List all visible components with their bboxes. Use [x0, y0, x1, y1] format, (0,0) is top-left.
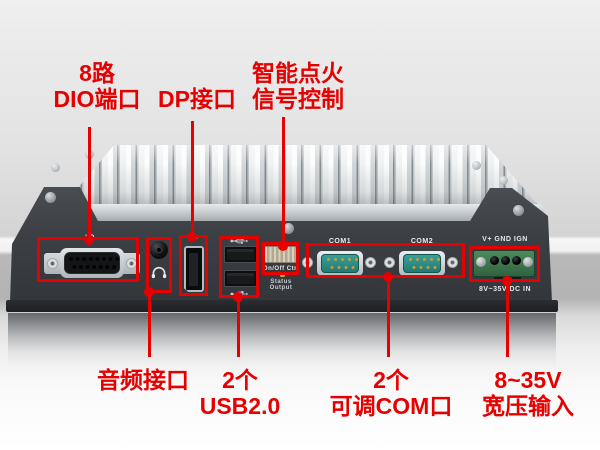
com1-label: COM1: [328, 238, 352, 245]
audio-jack-hole: [156, 247, 162, 253]
com1-nut-right: [365, 257, 376, 268]
usb-port-bottom-insert: [227, 273, 254, 284]
dio-nut-right: [126, 258, 137, 269]
annotation-usb-line2: USB2.0: [199, 393, 281, 419]
callout-line-usb: [236, 297, 240, 357]
callout-line-dio: [87, 127, 91, 240]
com2-label: COM2: [410, 238, 434, 245]
power-pin: [490, 256, 499, 265]
annotation-dio-line1: 8路: [79, 60, 115, 86]
callout-rect-audio: [146, 237, 172, 293]
annotation-dio: 8路 DIO端口: [54, 60, 141, 112]
com2-pins: [409, 258, 413, 262]
status-led: [280, 274, 285, 277]
com1-insert: [321, 254, 359, 273]
screw-icon: [45, 192, 56, 203]
power-pin: [501, 256, 510, 265]
callout-dot-dio: [84, 235, 94, 245]
dio-nut-left: [47, 258, 58, 269]
com1-pins: [327, 258, 331, 262]
annotation-com-line2: 可调COM口: [329, 393, 453, 419]
ignition-label-top: On/Off Ctrl: [262, 266, 300, 272]
callout-dot-usb: [233, 292, 243, 302]
power-pins-label: V+ GND IGN: [482, 236, 528, 243]
device-reflection: [8, 313, 556, 368]
com2-nut-right: [447, 257, 458, 268]
com2-nut-left: [384, 257, 395, 268]
callout-dot-audio: [144, 287, 154, 297]
callout-line-ignition: [281, 117, 285, 246]
dio-port-insert: [64, 252, 120, 274]
power-screw-right: [523, 257, 533, 267]
annotation-ignition: 智能点火 信号控制: [252, 60, 344, 112]
screw-icon: [472, 161, 481, 170]
usb-port-top-insert: [227, 249, 254, 260]
annotation-usb-line1: 2个: [222, 367, 258, 393]
screw-icon: [499, 176, 508, 185]
callout-line-audio: [147, 292, 151, 357]
screw-icon: [51, 163, 60, 172]
annotation-power-line2: 宽压输入: [482, 393, 574, 419]
heatsink-fins: [62, 145, 540, 207]
headphone-icon: [151, 266, 167, 279]
annotation-dp-line1: DP接口: [158, 86, 236, 112]
annotation-power: 8~35V 宽压输入: [482, 367, 574, 419]
dio-port-pins: [69, 257, 73, 261]
power-screw-left: [476, 257, 486, 267]
annotation-power-line1: 8~35V: [494, 367, 562, 393]
screw-icon: [283, 223, 294, 234]
annotation-dio-line2: DIO端口: [53, 86, 141, 112]
callout-dot-ignition: [278, 241, 288, 251]
chassis-base: [6, 300, 558, 312]
dp-port-slot: [189, 253, 198, 286]
callout-line-dp: [190, 121, 194, 238]
com2-insert: [403, 254, 441, 273]
callout-line-power: [505, 281, 509, 357]
annotation-com: 2个 可调COM口: [330, 367, 453, 419]
annotation-dp: DP接口: [158, 86, 236, 112]
annotation-ignition-line2: 信号控制: [252, 86, 344, 112]
callout-line-com: [386, 277, 390, 357]
screw-icon: [513, 205, 524, 216]
annotation-usb: 2个 USB2.0: [200, 367, 281, 419]
power-range-label: 8V~35V DC IN: [478, 286, 532, 293]
usb-icon: [230, 238, 248, 244]
heatsink-base: [56, 204, 544, 222]
callout-rect-usb: [219, 236, 259, 298]
callout-dot-power: [502, 276, 512, 286]
annotation-audio-line1: 音频接口: [97, 367, 189, 393]
annotation-audio: 音频接口: [97, 367, 189, 393]
power-pin: [512, 256, 521, 265]
callout-dot-dp: [187, 232, 197, 242]
callout-dot-com: [383, 272, 393, 282]
ignition-label-bottom: Status Output: [269, 279, 293, 291]
annotation-ignition-line1: 智能点火: [252, 60, 344, 86]
annotation-com-line1: 2个: [373, 367, 409, 393]
callout-rect-dp: [179, 235, 208, 296]
